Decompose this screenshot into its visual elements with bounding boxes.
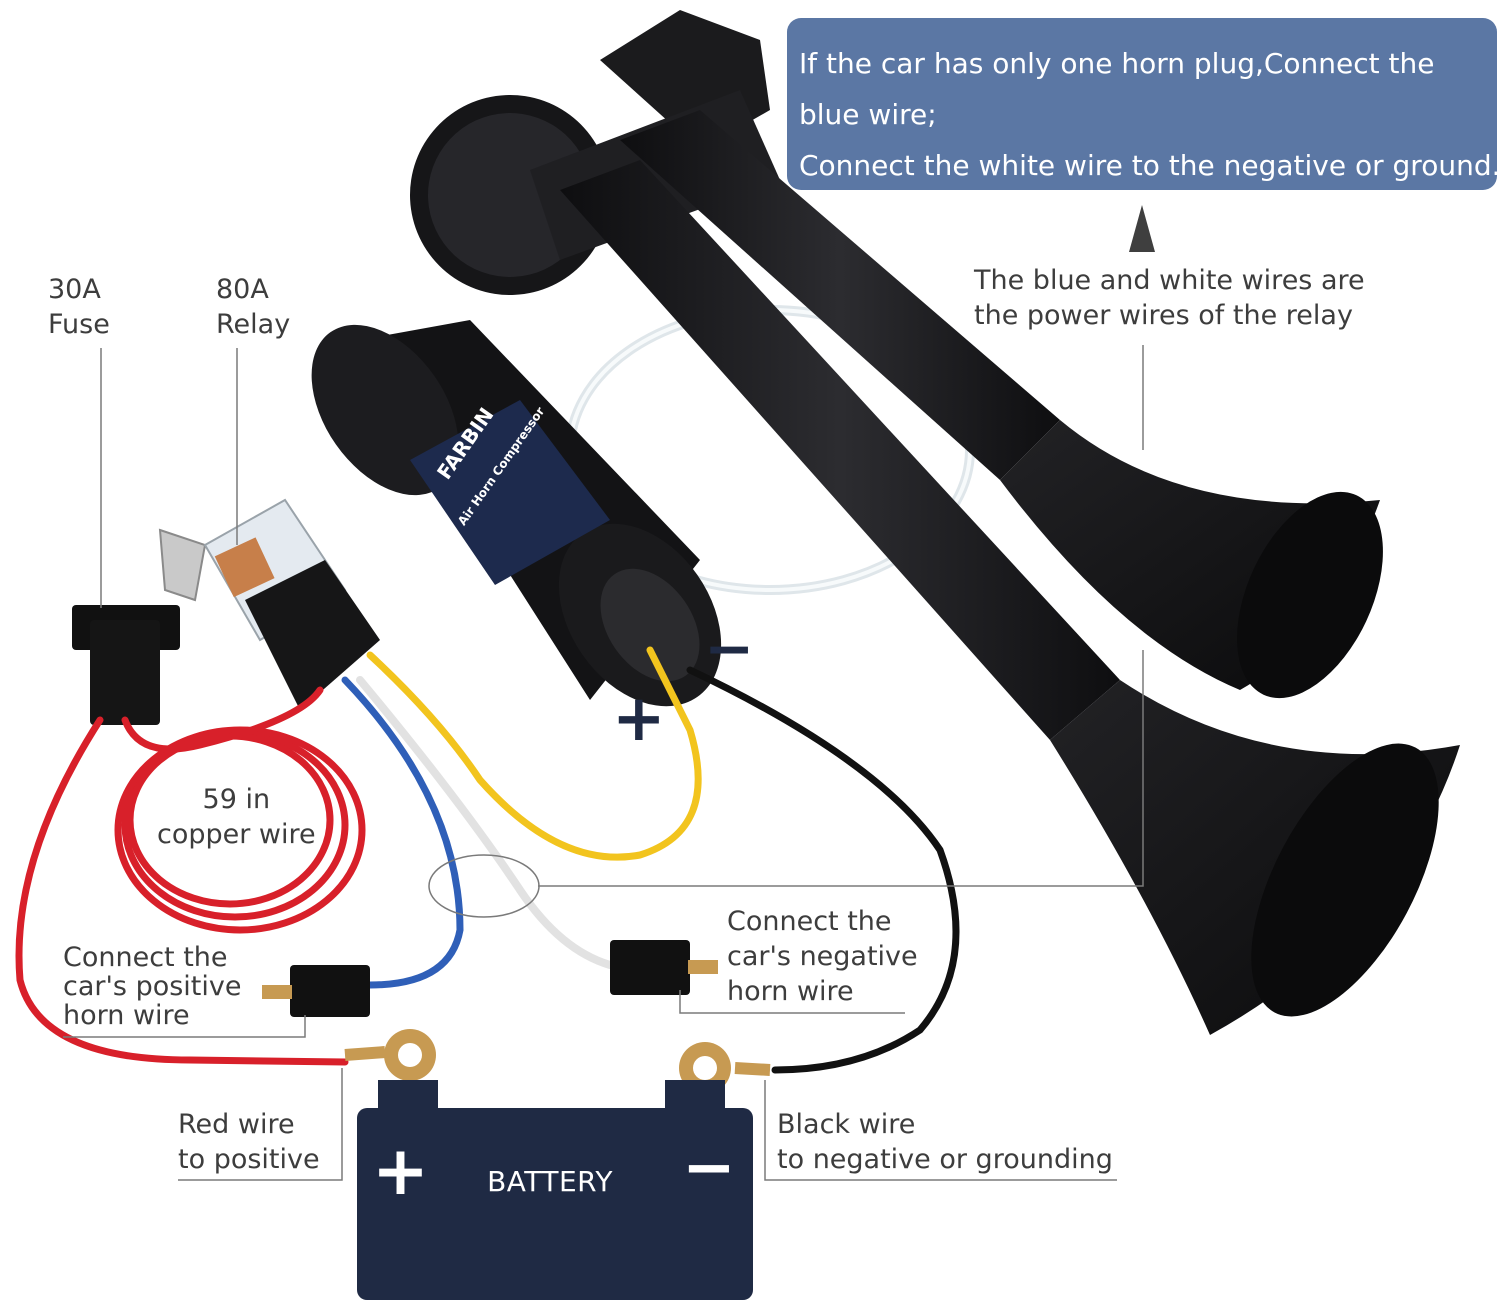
white-wire [356,676,614,969]
callout-box: If the car has only one horn plug,Connec… [787,18,1500,190]
compressor-plus-sign: + [612,682,666,756]
wires [15,646,960,1074]
battery-minus-sign: − [682,1131,736,1205]
callout-line-3: Connect the white wire to the negative o… [799,149,1500,182]
compressor [311,320,722,707]
battery-label: BATTERY [487,1165,613,1198]
callout-pointer [1129,205,1155,252]
yellow-wire [366,646,702,861]
leader-lines [63,345,1144,1181]
red-wire [15,716,349,1066]
callout-line-2: blue wire; [799,98,937,131]
battery-plus-sign: + [372,1132,429,1211]
blue-wire [341,676,464,989]
relay [158,498,380,710]
upper-horn [620,110,1383,699]
lower-horn [560,160,1460,1035]
red-wire-fuse-to-relay [121,686,324,753]
positive-plug [262,965,370,1017]
negative-plug [610,940,718,995]
fuse-holder [72,605,180,725]
callout-line-1: If the car has only one horn plug,Connec… [799,47,1435,80]
battery [357,1080,753,1300]
compressor-minus-sign: − [704,614,755,684]
black-wire [686,666,960,1074]
